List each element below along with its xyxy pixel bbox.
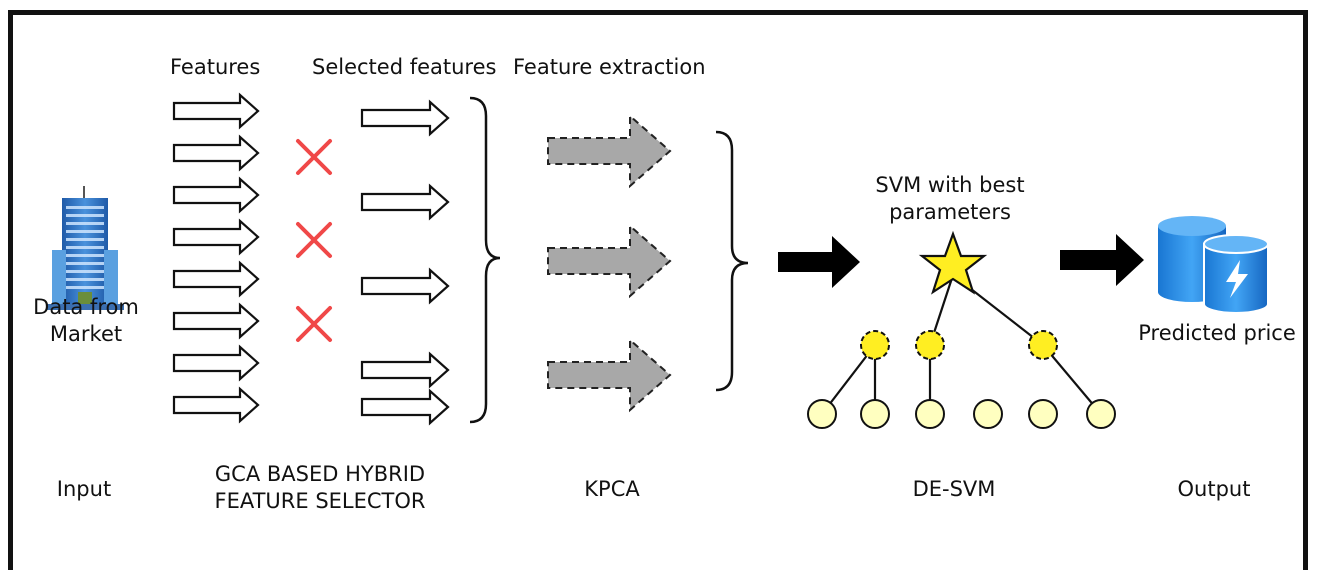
selected-features-header: Selected features <box>312 55 497 79</box>
outline-arrow-icon <box>172 92 260 130</box>
outline-arrow-icon <box>172 260 260 298</box>
outline-arrow-icon <box>172 344 260 382</box>
tree-node-icon <box>915 330 945 360</box>
feature-arrows <box>172 92 260 424</box>
outline-arrow-icon <box>172 386 260 424</box>
lightning-icon <box>1226 260 1248 298</box>
stage-output: Output <box>1177 477 1251 501</box>
tree-node-icon <box>860 399 890 429</box>
outline-arrow-icon <box>360 351 450 389</box>
tree-node-icon <box>1028 399 1058 429</box>
x-mark-icon <box>296 139 332 175</box>
data-source-line1: Data from <box>33 295 139 319</box>
data-source-line2: Market <box>49 322 123 346</box>
outline-arrow-icon <box>172 218 260 256</box>
tree-node-icon <box>807 399 837 429</box>
predicted-price-label: Predicted price <box>1138 321 1296 345</box>
solid-arrow-icon <box>778 236 860 288</box>
solid-arrow-icon <box>1060 234 1144 286</box>
feature-extraction-header: Feature extraction <box>513 55 706 79</box>
dashed-arrow-icon <box>547 223 672 299</box>
tree-node-icon <box>1086 399 1116 429</box>
building-icon <box>46 186 124 310</box>
stage-desvm: DE-SVM <box>912 477 996 501</box>
svm-caption: SVM with best parameters <box>875 172 1024 226</box>
stage-input: Input <box>56 477 112 501</box>
outline-arrow-icon <box>172 176 260 214</box>
data-source-label: Data from Market <box>33 294 139 348</box>
tree-node-icon <box>973 399 1003 429</box>
svm-tree <box>807 230 1116 429</box>
stage-feature-selector-line2: FEATURE SELECTOR <box>214 489 426 513</box>
star-icon <box>918 230 988 295</box>
svm-caption-line2: parameters <box>889 200 1011 224</box>
features-header: Features <box>170 55 261 79</box>
database-icon <box>1158 216 1269 314</box>
brace-icon <box>469 96 501 424</box>
kpca-arrows <box>547 113 672 413</box>
stage-feature-selector: GCA BASED HYBRID FEATURE SELECTOR <box>215 461 426 515</box>
x-mark-icon <box>296 222 332 258</box>
outline-arrow-icon <box>360 388 450 426</box>
dashed-arrow-icon <box>547 337 672 413</box>
outline-arrow-icon <box>172 134 260 172</box>
stage-kpca: KPCA <box>584 477 640 501</box>
outline-arrow-icon <box>360 99 450 137</box>
tree-node-icon <box>915 399 945 429</box>
x-mark-icon <box>296 306 332 342</box>
outline-arrow-icon <box>172 302 260 340</box>
brace-icon <box>715 130 749 392</box>
svm-caption-line1: SVM with best <box>875 173 1025 197</box>
tree-node-icon <box>860 330 890 360</box>
tree-node-icon <box>1028 330 1058 360</box>
dashed-arrow-icon <box>547 113 672 189</box>
reject-marks <box>296 139 332 342</box>
stage-feature-selector-line1: GCA BASED HYBRID <box>214 462 426 486</box>
outline-arrow-icon <box>360 183 450 221</box>
diagram-frame <box>8 10 1308 570</box>
outline-arrow-icon <box>360 267 450 305</box>
selected-feature-arrows <box>360 99 450 426</box>
